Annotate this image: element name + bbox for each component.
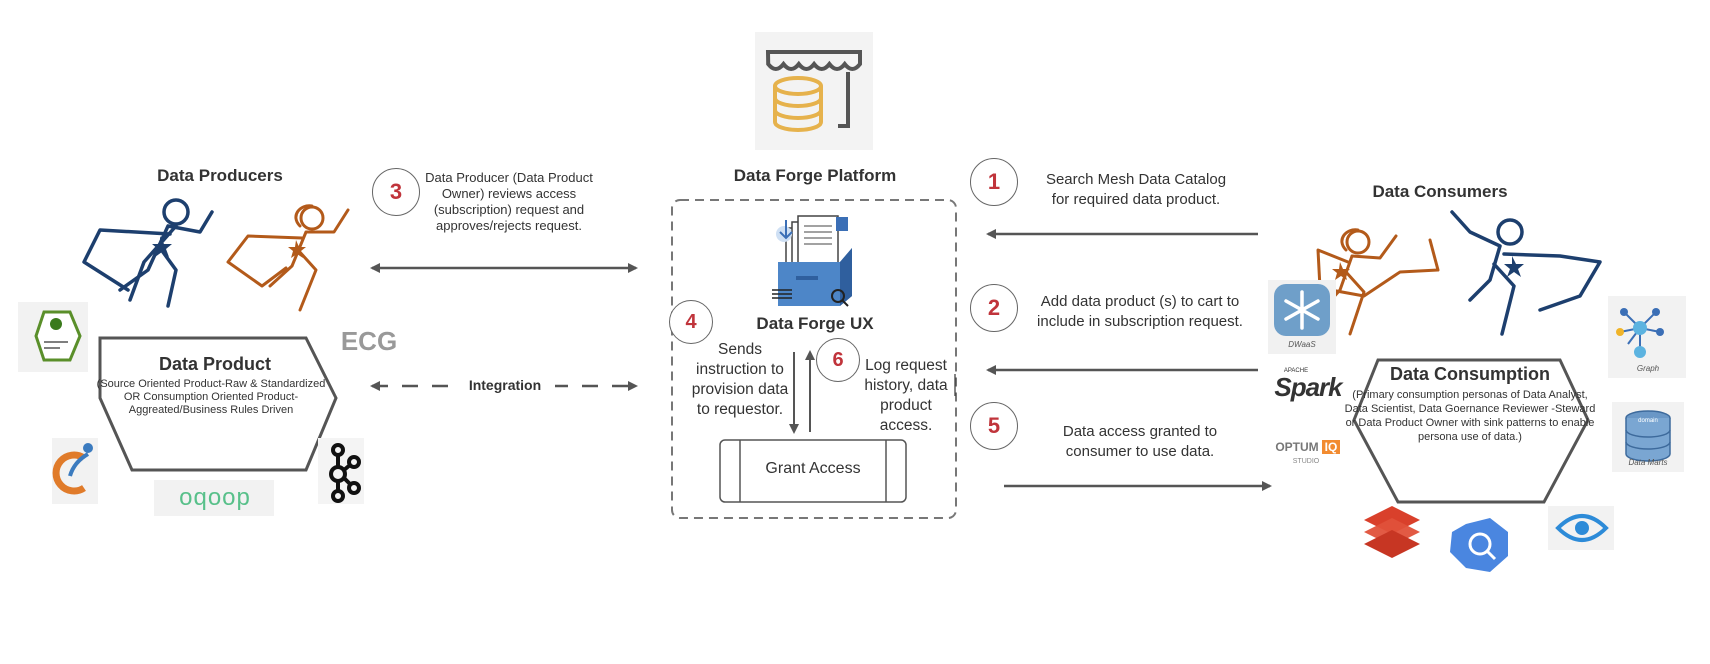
layers-icon — [1364, 506, 1420, 558]
step-2-badge: 2 — [970, 284, 1018, 332]
data-consumption-hexagon — [1352, 358, 1590, 504]
step-1-badge: 1 — [970, 158, 1018, 206]
spark-apache-label: APACHE — [1283, 368, 1309, 374]
optum-label: OPTUM — [1275, 440, 1319, 454]
file-cabinet-icon — [772, 215, 852, 307]
step-3-badge: 3 — [372, 168, 420, 216]
step-6-text: Log request history, data product access… — [864, 357, 948, 434]
integration-label: Integration — [455, 377, 555, 393]
bigquery-icon — [1450, 518, 1508, 572]
platform-boundary — [671, 199, 957, 519]
consumers-title: Data Consumers — [1372, 182, 1508, 201]
data-product-hexagon — [98, 336, 338, 472]
step-5-text: Data access granted to consumer to use d… — [1062, 423, 1218, 460]
data-consumption-description: (Primary consumption personas of Data An… — [1344, 389, 1596, 443]
spark-logo-text: Spark — [1274, 372, 1342, 402]
data-marts-label: Data Marts — [1628, 458, 1668, 467]
data-product-title: Data Product — [158, 354, 272, 374]
snowflake-icon — [1268, 280, 1336, 354]
snowflake-label: DWaaS — [1288, 340, 1316, 349]
hero-icon — [1316, 210, 1602, 336]
grant-access-box — [719, 439, 907, 503]
optum-iq-label: IQ — [1322, 440, 1340, 454]
marts-domain-label: domain — [1638, 418, 1658, 424]
database-icon — [1612, 402, 1684, 472]
oozie-logo-icon — [154, 480, 274, 516]
graph-icon — [1608, 296, 1686, 378]
step-4-text: Sends instruction to provision data to r… — [691, 341, 789, 418]
hexagon-tool-icon — [18, 302, 88, 372]
kafka-icon — [318, 438, 364, 504]
optum-studio-label: STUDIO — [1292, 458, 1320, 465]
oozie-logo-text: oqoop — [179, 484, 251, 511]
data-consumption-title: Data Consumption — [1390, 364, 1550, 384]
grant-access-label: Grant Access — [765, 460, 861, 477]
graph-label: Graph — [1636, 364, 1660, 373]
store-icon — [755, 32, 873, 150]
hero-icon — [82, 198, 350, 312]
ecg-label: ECG — [340, 326, 398, 356]
producers-title: Data Producers — [157, 166, 283, 185]
step-6-badge: 6 — [816, 338, 860, 382]
data-forge-ux-title: Data Forge UX — [756, 314, 874, 333]
step-4-badge: 4 — [669, 300, 713, 344]
eye-icon — [1548, 506, 1614, 550]
platform-title: Data Forge Platform — [733, 166, 897, 185]
step-1-text: Search Mesh Data Catalog for required da… — [1045, 171, 1227, 208]
step-2-text: Add data product (s) to cart to include … — [1037, 293, 1243, 330]
step-3-text: Data Producer (Data Product Owner) revie… — [425, 170, 593, 233]
step-5-badge: 5 — [970, 402, 1018, 450]
data-product-description: (Source Oriented Product-Raw & Standardi… — [96, 378, 326, 416]
orange-figure-icon — [52, 438, 98, 504]
